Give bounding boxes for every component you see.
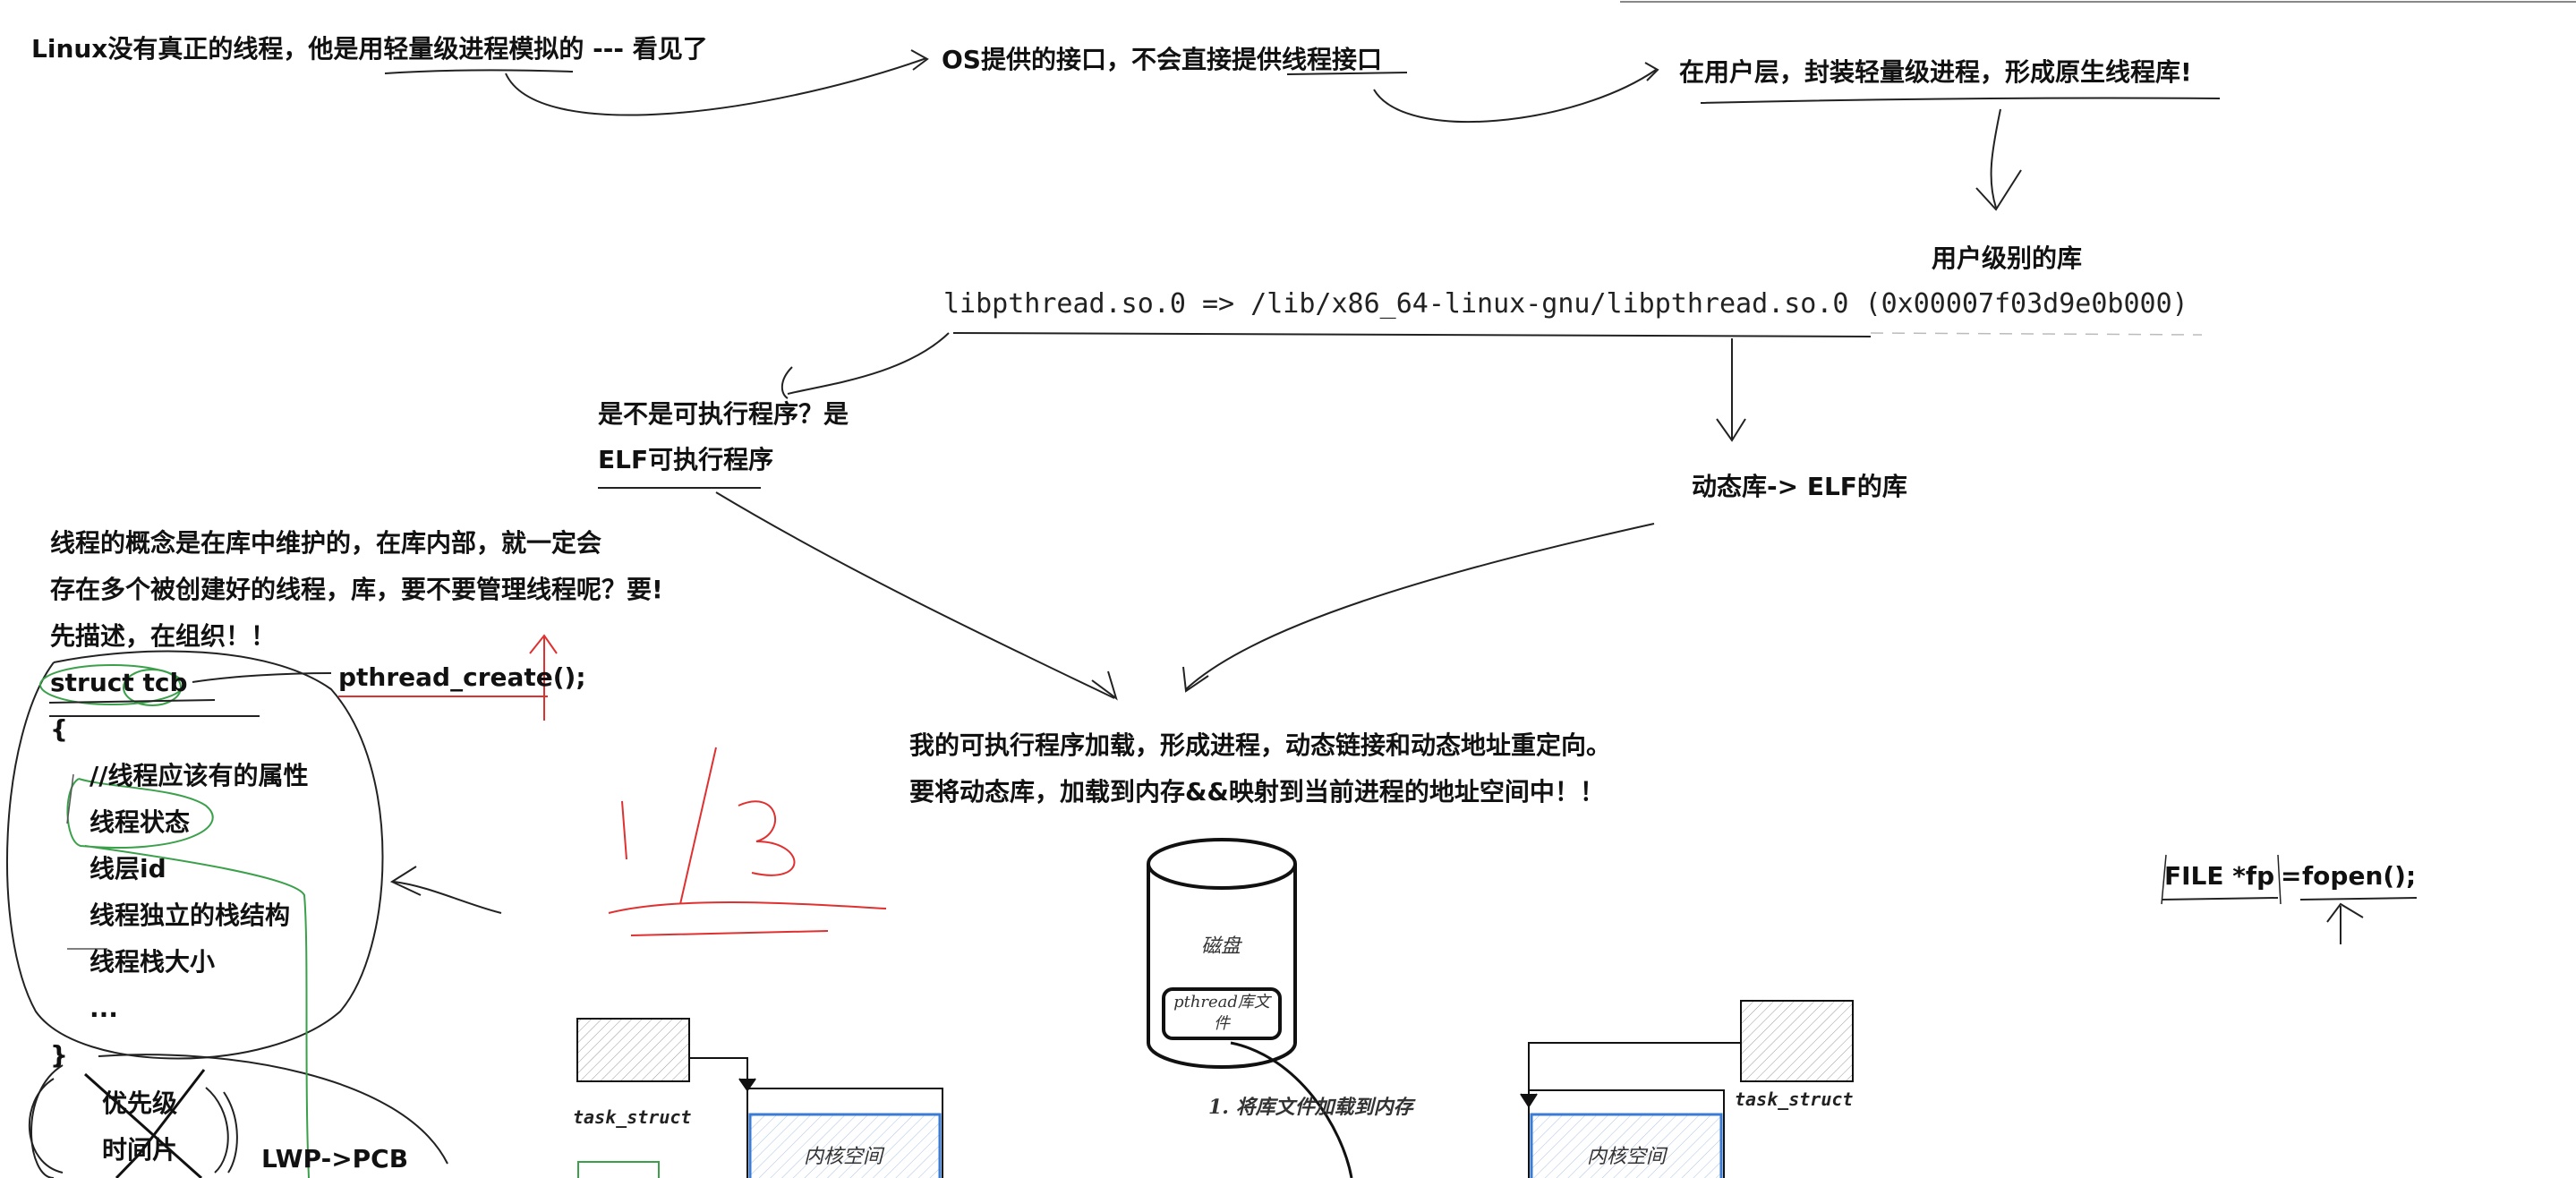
arrow-ldd-to-exec: [787, 332, 950, 395]
tcb-field: 线程独立的栈结构: [90, 901, 291, 930]
arrowhead-loop: [389, 866, 422, 896]
underline-linux: [384, 69, 574, 74]
underline-user-layer: [1700, 97, 2221, 104]
crossed-priority: 优先级: [102, 1088, 178, 1118]
tcb-underline: [48, 699, 260, 717]
arrowhead-exec: [780, 366, 793, 399]
file-ptr-label: FILE *fp: [2164, 861, 2275, 891]
red-arrow-up: [529, 634, 558, 721]
link-tcb-create: [192, 672, 332, 683]
brace-mark-left: [66, 773, 107, 950]
tcb-outline-loop-lower: [30, 1054, 448, 1178]
arrow-linux-to-os: [505, 57, 927, 116]
link-task-right: [1528, 1042, 1741, 1103]
load-line-2: 要将动态库，加载到内存&&映射到当前进程的地址空间中！！: [909, 777, 1605, 807]
ldd-line: libpthread.so.0 => /lib/x86_64-linux-gnu…: [943, 288, 2188, 320]
disk-label: 磁盘: [1201, 935, 1241, 958]
user-level-lib-label: 用户级别的库: [1932, 243, 2083, 273]
crossed-loop: [28, 1078, 229, 1174]
arrow-into-loop: [393, 881, 502, 914]
concept-line-1: 线程的概念是在库中维护的，在库内部，就一定会: [50, 528, 602, 558]
load-step-1: 1. 将库文件加载到内存: [1208, 1096, 1413, 1119]
kernel-space-label-right: 内核空间: [1587, 1146, 1667, 1168]
user-layer-note: 在用户层，封装轻量级进程，形成原生线程库!: [1679, 57, 2192, 87]
linux-note: Linux没有真正的线程，他是用轻量级进程模拟的 --- 看见了: [31, 34, 708, 64]
green-rect-small: [577, 1161, 660, 1178]
task-struct-label-right: task_struct: [1735, 1088, 1854, 1110]
arrowhead-load-left: [1091, 670, 1118, 701]
arrowhead-user: [1644, 62, 1659, 81]
arrow-dyn-to-load: [1185, 523, 1655, 690]
arrow-exec-to-load: [715, 491, 1115, 699]
elf-exec-label: ELF可执行程序: [598, 445, 774, 474]
link-task-left: [689, 1057, 748, 1088]
os-note: OS提供的接口，不会直接提供线程接口: [942, 45, 1382, 74]
struct-tcb-label: struct tcb: [50, 668, 188, 697]
tcb-scribble-2: [123, 669, 182, 706]
arrowhead-lib: [1975, 169, 2022, 211]
arrow-disk-down: [1230, 1041, 1353, 1178]
concept-line-3: 先描述，在组织！！: [50, 621, 277, 651]
lwp-pcb-label: LWP->PCB: [261, 1144, 409, 1174]
underline-os: [1286, 72, 1408, 75]
dyn-lib-label: 动态库-> ELF的库: [1692, 472, 1907, 501]
underline-ldd: [952, 332, 1872, 337]
green-field-mark: [66, 778, 310, 1178]
arrowhead-load-right: [1182, 666, 1209, 693]
tcb-field: 线层id: [90, 854, 166, 884]
tcb-field: ...: [90, 994, 118, 1023]
tcb-open-brace: {: [50, 714, 68, 744]
underline-ldd-faint: [1870, 332, 2203, 336]
arrow-os-to-user: [1373, 69, 1657, 124]
crossed-timeslice: 时间片: [102, 1135, 178, 1165]
exec-question: 是不是可执行程序？是: [598, 399, 849, 429]
task-struct-label-left: task_struct: [573, 1106, 692, 1128]
tcb-close-brace: }: [50, 1040, 68, 1070]
cross-x: [84, 1069, 206, 1178]
load-line-1: 我的可执行程序加载，形成进程，动态链接和动态地址重定向。: [909, 730, 1612, 760]
red-scribble: [608, 747, 887, 936]
file-eq-label: =: [2281, 861, 2302, 891]
tcb-scribble: [39, 664, 184, 705]
kernel-space-label-left: 内核空间: [804, 1146, 883, 1168]
fopen-label: fopen();: [2302, 861, 2417, 891]
arrowhead-dyn: [1716, 418, 1746, 442]
pthread-create-label: pthread_create();: [338, 662, 586, 692]
addr-space-left: [746, 1088, 943, 1178]
file-underline: [2161, 897, 2418, 901]
kernel-space-right: [1530, 1113, 1723, 1178]
file-box-scribble: [2161, 854, 2282, 905]
pthread-file-label: pthread库文件: [1173, 993, 1270, 1034]
fopen-arrow: [2326, 902, 2364, 944]
tcb-comment: //线程应该有的属性: [90, 761, 309, 790]
tcb-field: 线程状态: [90, 807, 191, 837]
task-struct-box-left: [576, 1018, 690, 1082]
arrow-user-to-lib: [1990, 108, 2001, 209]
arrowhead-os: [910, 49, 929, 71]
lwp-brace: [223, 1091, 238, 1174]
concept-line-2: 存在多个被创建好的线程，库，要不要管理线程呢？要!: [50, 575, 663, 604]
addr-space-right: [1528, 1089, 1725, 1178]
pthread-file-box: [1162, 987, 1282, 1040]
kernel-space-left: [748, 1113, 942, 1178]
task-struct-box-right: [1740, 1000, 1854, 1082]
tcb-field: 线程栈大小: [90, 947, 216, 977]
tcb-outline-loop: [5, 650, 384, 1060]
